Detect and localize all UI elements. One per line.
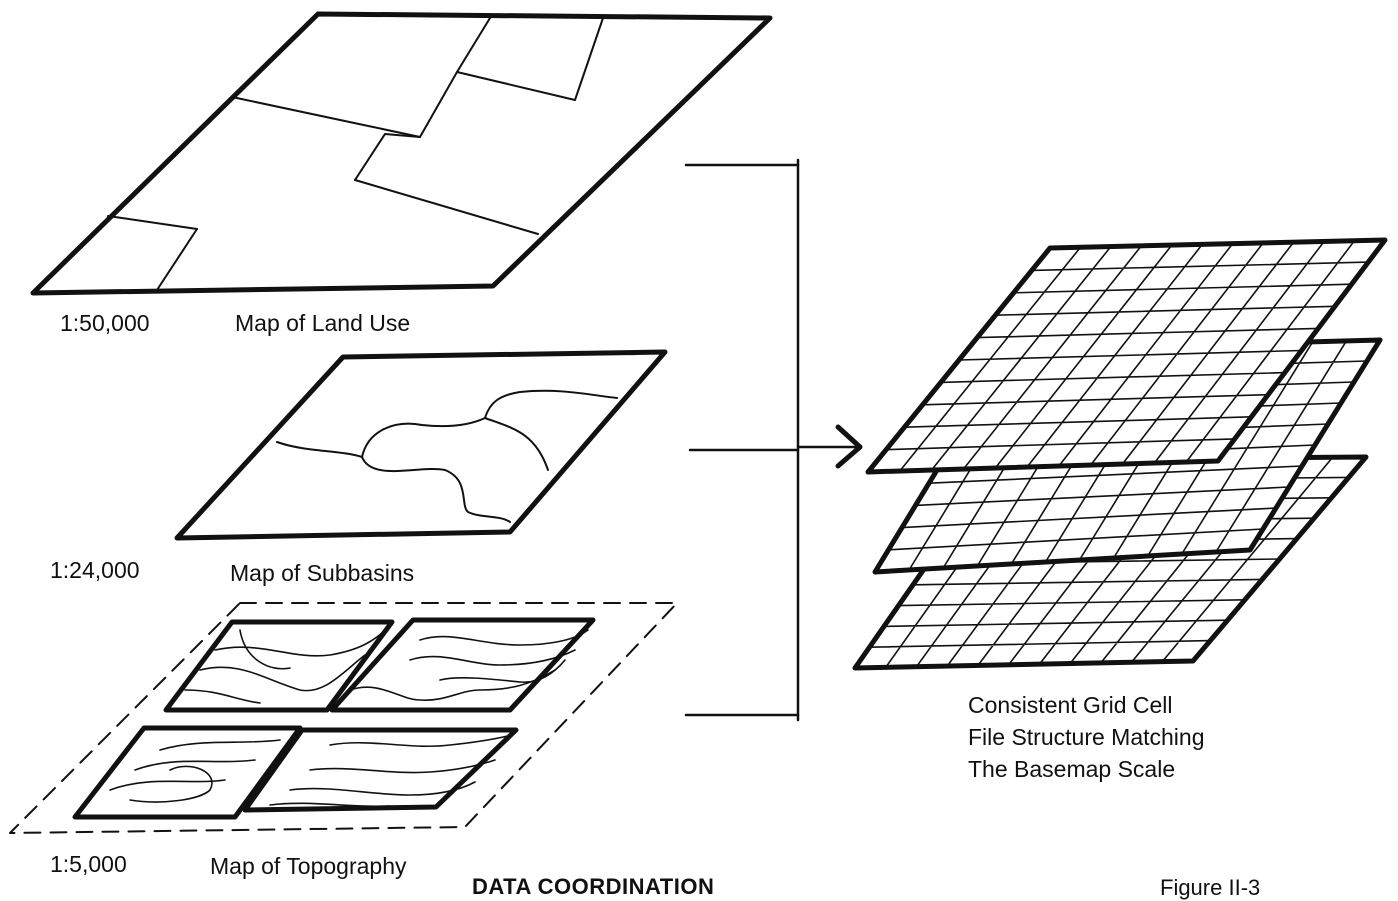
grid-layer-border (865, 237, 1388, 475)
land-use-scale-label: 1:50,000 (60, 310, 150, 336)
grid-cell-lines (885, 239, 1370, 472)
topography-map-label: Map of Topography (210, 853, 407, 879)
topography-contours (109, 629, 589, 808)
land-use-map (30, 11, 773, 296)
land-use-boundaries (107, 17, 604, 291)
topography-scale-label: 1:5,000 (50, 851, 127, 877)
subbasin-map-label: Map of Subbasins (230, 560, 415, 586)
land-use-map-label: Map of Land Use (235, 310, 411, 336)
diagram-title: DATA COORDINATION (472, 874, 715, 899)
topography-dashed-boundary (9, 602, 678, 834)
result-caption-line: The Basemap Scale (968, 756, 1176, 782)
result-caption: Consistent Grid Cell File Structure Matc… (968, 689, 1204, 785)
result-caption-line: Consistent Grid Cell (968, 692, 1173, 718)
merge-arrow-icon (796, 424, 863, 469)
subbasin-boundaries (276, 389, 618, 523)
result-caption-line: File Structure Matching (968, 724, 1205, 750)
figure-label: Figure II-3 (1160, 875, 1261, 900)
grid-layer-stack (852, 237, 1388, 671)
merge-bracket (684, 158, 800, 722)
subbasin-map (174, 349, 668, 541)
land-use-map-border (30, 11, 773, 296)
subbasin-map-border (174, 349, 668, 541)
topography-sheets (72, 617, 596, 820)
grid-layer (865, 237, 1388, 475)
topography-map (9, 602, 678, 834)
subbasin-scale-label: 1:24,000 (50, 557, 140, 583)
